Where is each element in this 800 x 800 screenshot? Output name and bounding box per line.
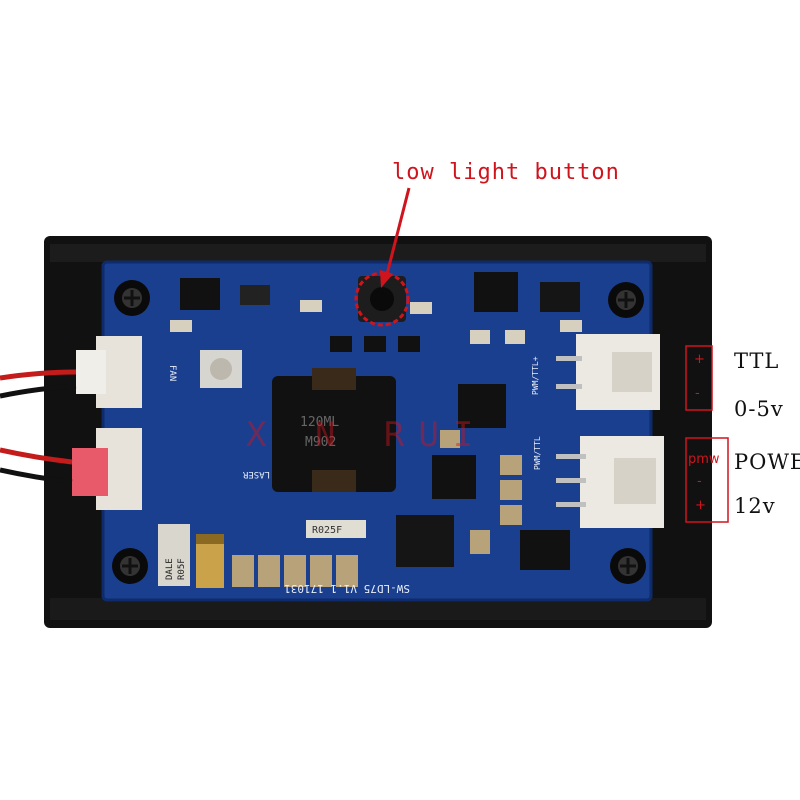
power-pmw-mark: pmw [688, 452, 720, 467]
power-connector [556, 436, 664, 528]
watermark: X N RUI [246, 415, 487, 455]
ttl-range-label: 0-5v [734, 397, 784, 421]
fan-connector [76, 336, 142, 408]
power-voltage-label: 12v [734, 494, 776, 518]
ttl-connector [556, 334, 660, 410]
silk-pwm-ttl-2: PWM/TTL [533, 436, 542, 470]
inductor [272, 368, 396, 492]
power-plus-mark: + [695, 498, 706, 513]
silk-laser: LASER [242, 469, 270, 479]
inductor-text-1: 120ML [300, 415, 339, 430]
screw-bottom-left [112, 548, 148, 584]
ttl-label: TTL [734, 349, 780, 373]
laser-connector [72, 428, 142, 510]
silk-pwm-ttl: PWM/TTL+ [531, 356, 540, 395]
ttl-plus-mark: + [694, 352, 705, 367]
silk-fan: FAN [167, 365, 177, 381]
silk-dale-2: R05F [177, 558, 187, 580]
low-light-button [354, 271, 410, 327]
screw-bottom-right [610, 548, 646, 584]
power-label: POWER [734, 450, 800, 474]
resistor-text: R025F [312, 525, 342, 536]
power-minus-mark: - [697, 474, 702, 489]
ttl-minus-mark: - [695, 386, 700, 401]
inductor-text-2: M902 [305, 435, 336, 450]
silk-model: SW-LD75 V1.1 171031 [284, 582, 410, 595]
screw-top-right [608, 282, 644, 318]
low-light-button-label: low light button [392, 160, 620, 185]
silk-dale: DALE [165, 558, 175, 580]
screw-top-left [114, 280, 150, 316]
